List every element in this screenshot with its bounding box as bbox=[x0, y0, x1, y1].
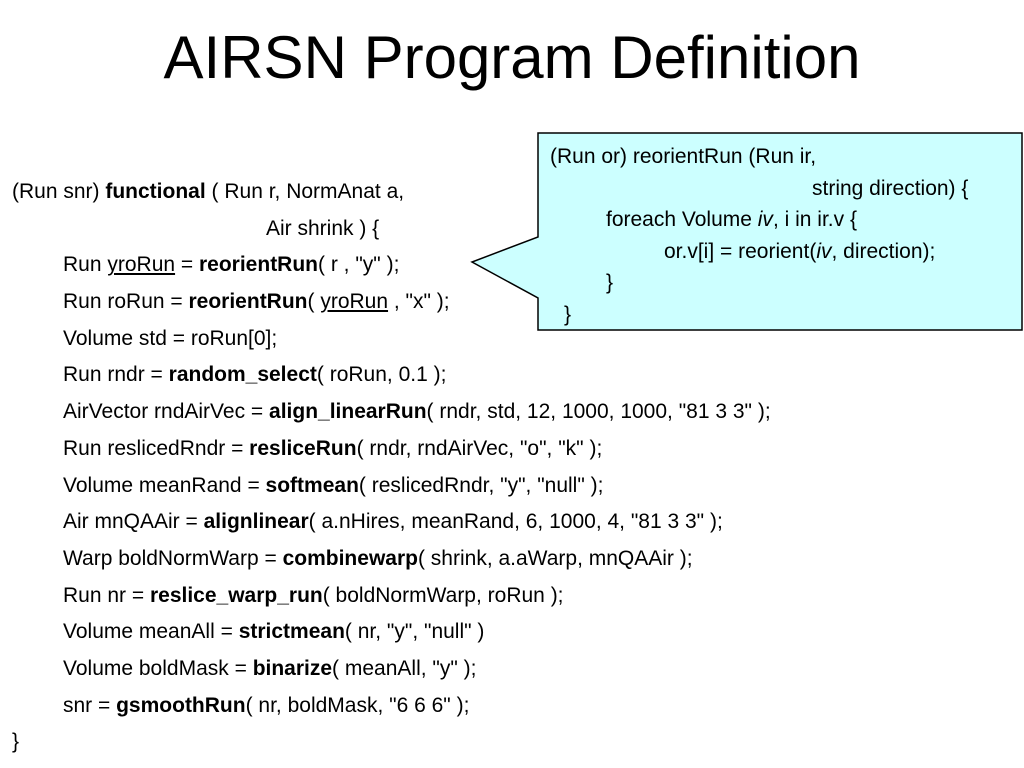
code-text: ( a.nHires, meanRand, 6, 1000, 4, "81 3 … bbox=[308, 510, 723, 534]
code-line: Run roRun = reorientRun( yroRun , "x" ); bbox=[12, 284, 771, 321]
function-name: functional bbox=[105, 180, 206, 203]
code-line: Air mnQAAir = alignlinear( a.nHires, mea… bbox=[12, 504, 771, 541]
code-text: ( Run r, NormAnat a, bbox=[205, 180, 405, 203]
code-line-signature-cont: Air shrink ) { bbox=[12, 211, 771, 248]
code-text: (Run snr) bbox=[12, 180, 106, 203]
underlined-var: yroRun bbox=[320, 290, 389, 314]
function-name: random_select bbox=[168, 363, 317, 387]
callout-line: or.v[i] = reorient(iv, direction); bbox=[550, 236, 968, 268]
code-line: Run yroRun = reorientRun( r , "y" ); bbox=[12, 247, 771, 284]
callout-text: , i in ir.v { bbox=[772, 208, 857, 231]
italic-var: iv bbox=[757, 208, 773, 231]
callout-text: string direction) { bbox=[812, 176, 969, 200]
callout-text: } bbox=[606, 271, 614, 294]
callout-line: } bbox=[550, 299, 968, 331]
function-name: strictmean bbox=[238, 620, 345, 644]
function-name: resliceRun bbox=[249, 436, 357, 460]
code-text: ( rndr, rndAirVec, "o", "k" ); bbox=[356, 436, 603, 460]
code-text: Air mnQAAir = bbox=[63, 510, 204, 534]
function-name: reslice_warp_run bbox=[149, 583, 323, 607]
code-text: ( roRun, 0.1 ); bbox=[316, 363, 447, 387]
function-name: binarize bbox=[252, 656, 333, 680]
callout-text: } bbox=[564, 302, 572, 326]
code-text: ( r , "y" ); bbox=[318, 253, 400, 277]
code-line: Volume meanAll = strictmean( nr, "y", "n… bbox=[12, 614, 771, 651]
callout-text: or.v[i] = reorient( bbox=[664, 239, 817, 263]
code-text: ( reslicedRndr, "y", "null" ); bbox=[358, 473, 604, 497]
code-text: Air shrink ) { bbox=[266, 216, 380, 240]
code-line: AirVector rndAirVec = align_linearRun( r… bbox=[12, 394, 771, 431]
callout-line: string direction) { bbox=[550, 173, 968, 205]
code-text: , "x" ); bbox=[388, 290, 450, 314]
code-line: Volume meanRand = softmean( reslicedRndr… bbox=[12, 468, 771, 505]
code-line: Run reslicedRndr = resliceRun( rndr, rnd… bbox=[12, 431, 771, 468]
code-text: Run roRun = bbox=[63, 290, 189, 314]
callout-text: foreach Volume bbox=[606, 208, 758, 231]
callout-text: , direction); bbox=[831, 239, 936, 263]
underlined-var: yroRun bbox=[107, 253, 176, 277]
code-line-close: } bbox=[12, 724, 771, 761]
code-text: ( boldNormWarp, roRun ); bbox=[322, 583, 564, 607]
callout-code: (Run or) reorientRun (Run ir, string dir… bbox=[550, 141, 968, 330]
callout-line: } bbox=[550, 267, 968, 299]
code-text: Volume meanRand = bbox=[63, 473, 266, 497]
code-text: ( nr, boldMask, "6 6 6" ); bbox=[245, 693, 470, 717]
code-line: Volume boldMask = binarize( meanAll, "y"… bbox=[12, 651, 771, 688]
code-line: Run nr = reslice_warp_run( boldNormWarp,… bbox=[12, 578, 771, 615]
callout-text: (Run or) reorientRun (Run ir, bbox=[550, 145, 817, 168]
code-text: } bbox=[12, 730, 20, 754]
code-line: Volume std = roRun[0]; bbox=[12, 321, 771, 358]
function-name: gsmoothRun bbox=[116, 693, 246, 717]
code-text: ( rndr, std, 12, 1000, 1000, "81 3 3" ); bbox=[426, 400, 771, 424]
function-name: reorientRun bbox=[199, 253, 319, 277]
code-text: Volume meanAll = bbox=[63, 620, 239, 644]
callout-line: (Run or) reorientRun (Run ir, bbox=[550, 141, 968, 173]
code-text: Run bbox=[63, 253, 108, 277]
code-text: ( bbox=[307, 290, 321, 314]
code-line: Run rndr = random_select( roRun, 0.1 ); bbox=[12, 357, 771, 394]
function-name: alignlinear bbox=[203, 510, 309, 534]
code-block: (Run snr) functional ( Run r, NormAnat a… bbox=[12, 174, 771, 761]
code-text: Run rndr = bbox=[63, 363, 169, 387]
code-text: AirVector rndAirVec = bbox=[63, 400, 270, 424]
italic-var: iv bbox=[816, 239, 832, 263]
code-text: ( nr, "y", "null" ) bbox=[344, 620, 485, 644]
code-text: snr = bbox=[63, 693, 117, 717]
function-name: combinewarp bbox=[282, 546, 418, 570]
callout-line: foreach Volume iv, i in ir.v { bbox=[550, 204, 968, 236]
code-text: Volume boldMask = bbox=[63, 656, 253, 680]
callout-box bbox=[470, 132, 1023, 331]
function-name: align_linearRun bbox=[269, 400, 427, 424]
code-line-signature: (Run snr) functional ( Run r, NormAnat a… bbox=[12, 174, 771, 211]
code-text: = bbox=[175, 253, 199, 277]
code-text: ( meanAll, "y" ); bbox=[332, 656, 477, 680]
function-name: reorientRun bbox=[188, 290, 308, 314]
code-text: Warp boldNormWarp = bbox=[63, 546, 283, 570]
code-text: Volume std = roRun[0]; bbox=[63, 326, 278, 350]
code-text: Run nr = bbox=[63, 583, 150, 607]
code-line: Warp boldNormWarp = combinewarp( shrink,… bbox=[12, 541, 771, 578]
code-line: snr = gsmoothRun( nr, boldMask, "6 6 6" … bbox=[12, 688, 771, 725]
code-text: Run reslicedRndr = bbox=[63, 436, 250, 460]
slide-title: AIRSN Program Definition bbox=[163, 24, 861, 91]
code-text: ( shrink, a.aWarp, mnQAAir ); bbox=[417, 546, 693, 570]
function-name: softmean bbox=[265, 473, 359, 497]
